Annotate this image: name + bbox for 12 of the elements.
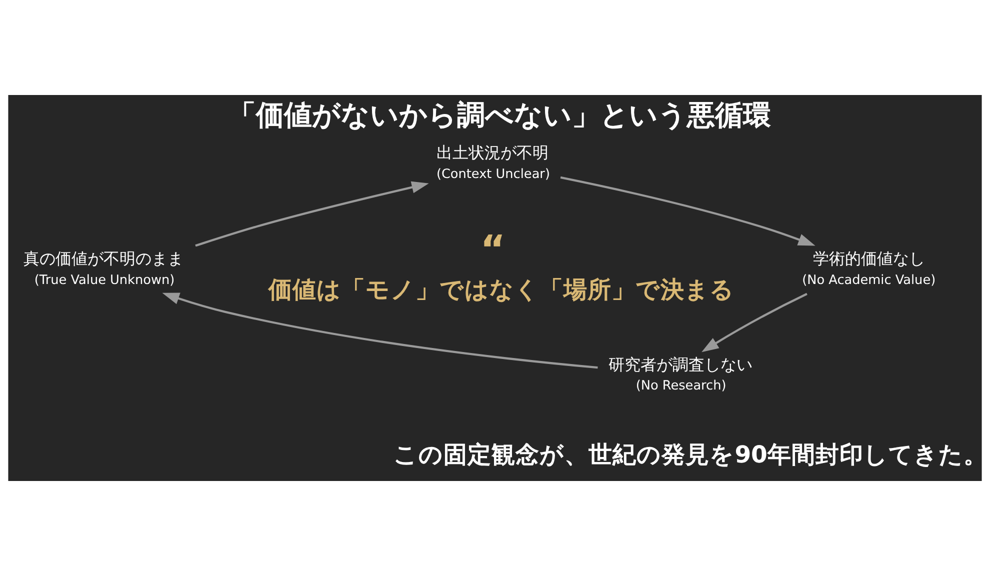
node-text: 研究者が調査しない (No Research) [608, 354, 753, 394]
arrow [702, 292, 808, 352]
node-text: 学術的価値なし (No Academic Value) [802, 248, 936, 288]
caption: この固定観念が、世紀の発見を90年間封印してきた。 [394, 440, 988, 468]
label: 価値は「モノ」ではなく「場所」で決まる [268, 276, 735, 304]
node-text: 出土状況が不明 (Context Unclear) [436, 143, 550, 182]
node-text: 真の価値が不明のまま (True Value Unknown) [24, 248, 184, 288]
diagram-title: 「価値がないから調べない」という悪循環 [228, 98, 772, 132]
arrow [162, 292, 598, 369]
label: “ [480, 228, 506, 273]
arrow [560, 176, 816, 246]
arrow [195, 181, 429, 247]
